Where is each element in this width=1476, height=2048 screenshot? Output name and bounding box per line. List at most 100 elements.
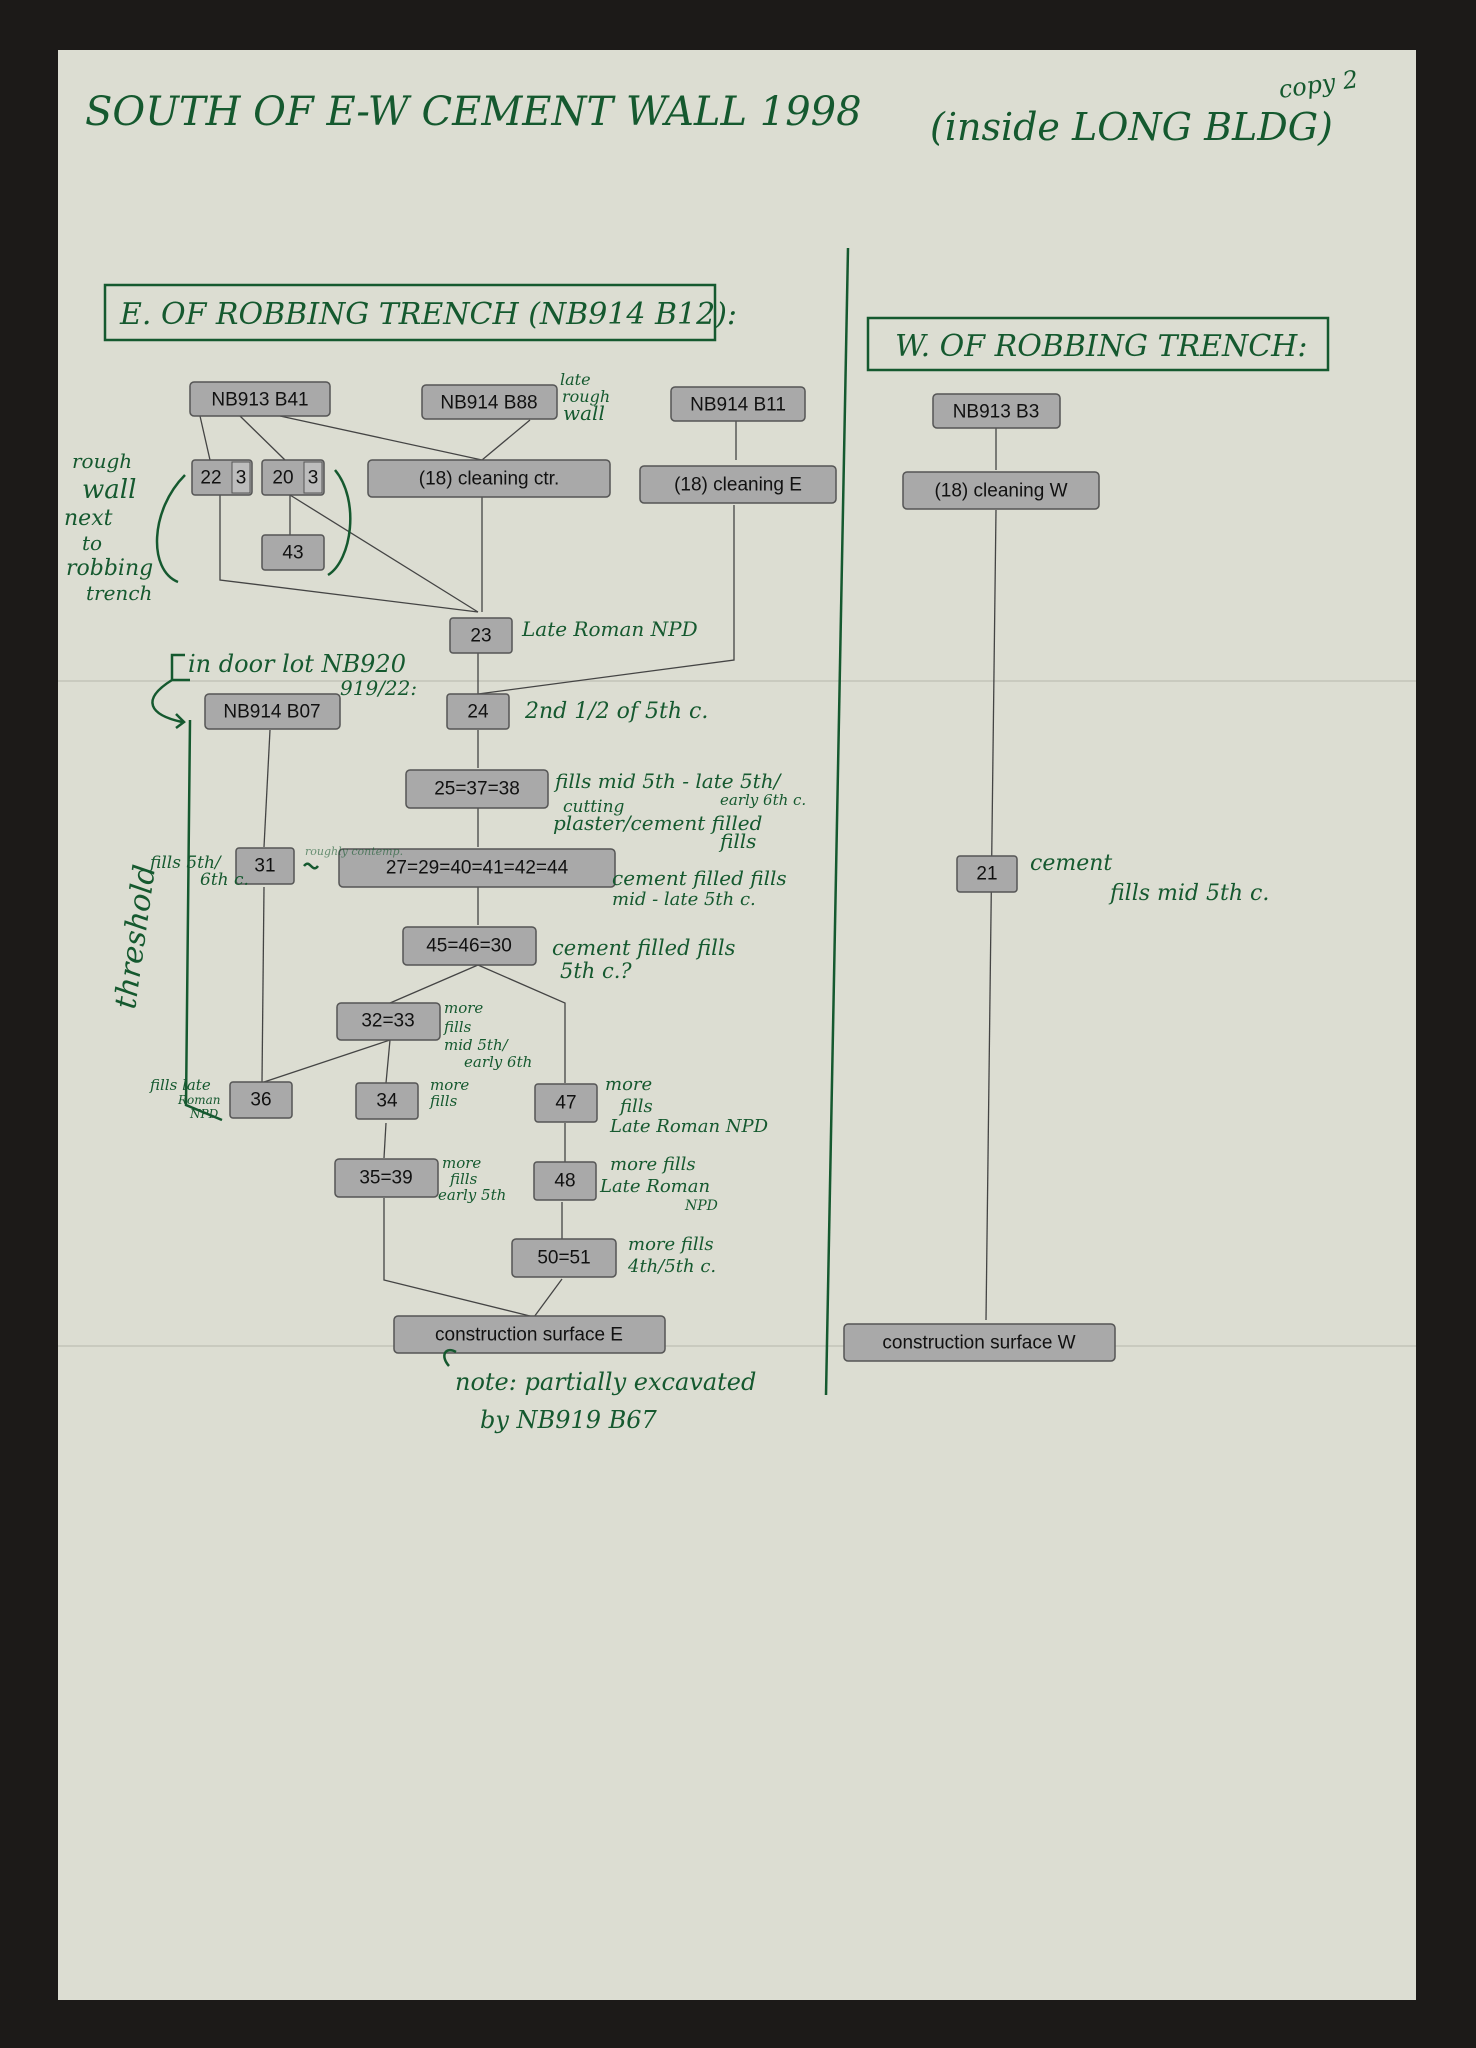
node-construction-surface-w[interactable]: construction surface W — [843, 1323, 1116, 1362]
node-24[interactable]: 24 — [446, 693, 510, 730]
note-rough-wall: rough wall next to robbing trench — [64, 449, 153, 605]
svg-text:early 6th: early 6th — [464, 1053, 532, 1071]
svg-text:fills: fills — [618, 1096, 653, 1117]
svg-text:Late Roman: Late Roman — [599, 1176, 710, 1197]
node-27-29-40-41-42-44[interactable]: 27=29=40=41=42=44 — [338, 848, 616, 888]
svg-text:rough: rough — [562, 387, 610, 406]
node-32-33[interactable]: 32=33 — [336, 1002, 441, 1041]
svg-text:robbing: robbing — [66, 556, 153, 581]
page-title: SOUTH OF E-W CEMENT WALL 1998 — [85, 89, 862, 135]
svg-text:23: 23 — [470, 626, 491, 647]
svg-text:6th c.: 6th c. — [200, 870, 249, 890]
node-cleaning-ctr[interactable]: (18) cleaning ctr. — [367, 459, 611, 498]
svg-text:early 6th c.: early 6th c. — [720, 791, 806, 809]
note-bottom: note: partially excavated by NB919 B67 — [455, 1368, 756, 1434]
note-25: fills mid 5th - late 5th/ early 6th c. c… — [553, 769, 806, 853]
bracket-left — [155, 474, 186, 584]
node-23[interactable]: 23 — [449, 617, 513, 654]
svg-text:4th/5th c.: 4th/5th c. — [627, 1256, 716, 1277]
svg-text:more: more — [444, 999, 483, 1017]
title-note: (inside LONG BLDG) — [930, 105, 1333, 149]
note-34: more fills — [429, 1076, 469, 1110]
paper-sheet — [58, 50, 1416, 2000]
svg-text:next: next — [64, 506, 113, 531]
west-heading-frame — [866, 316, 1330, 372]
svg-text:NPD: NPD — [189, 1107, 219, 1121]
svg-text:NB914 B07: NB914 B07 — [223, 702, 320, 723]
note-32: more fills mid 5th/ early 6th — [443, 999, 532, 1071]
svg-text:more: more — [442, 1154, 481, 1172]
node-43[interactable]: 43 — [261, 534, 325, 571]
node-nb913-b41[interactable]: NB913 B41 — [189, 381, 331, 417]
note-47: more fills Late Roman NPD — [605, 1074, 769, 1137]
svg-text:fills: fills — [449, 1170, 478, 1188]
section-divider — [824, 247, 850, 1396]
svg-text:NB913 B3: NB913 B3 — [953, 402, 1040, 423]
svg-text:3: 3 — [308, 468, 319, 489]
node-nb913-b3[interactable]: NB913 B3 — [932, 393, 1061, 429]
svg-text:by NB919 B67: by NB919 B67 — [480, 1406, 658, 1434]
note-threshold: threshold — [108, 863, 163, 1012]
note-35: more fills early 5th — [438, 1154, 506, 1204]
svg-text:34: 34 — [376, 1091, 398, 1112]
node-22[interactable]: 22 3 — [191, 459, 253, 496]
node-nb914-b11[interactable]: NB914 B11 — [670, 386, 806, 422]
node-48[interactable]: 48 — [533, 1161, 597, 1201]
svg-text:trench: trench — [86, 581, 152, 605]
note-arrow — [443, 1349, 457, 1367]
svg-text:43: 43 — [282, 543, 303, 564]
fold-crease — [58, 680, 1416, 682]
node-34[interactable]: 34 — [355, 1082, 419, 1120]
node-50-51[interactable]: 50=51 — [511, 1238, 617, 1278]
note-indoor: in door lot NB920 919/22: — [188, 650, 417, 700]
svg-text:cement filled fills: cement filled fills — [552, 936, 736, 960]
note-48: more fills Late Roman NPD — [599, 1154, 718, 1214]
svg-text:45=46=30: 45=46=30 — [426, 936, 512, 957]
svg-text:fills: fills — [429, 1092, 458, 1110]
svg-text:25=37=38: 25=37=38 — [434, 779, 520, 800]
node-cleaning-e[interactable]: (18) cleaning E — [639, 465, 837, 504]
node-45-46-30[interactable]: 45=46=30 — [402, 926, 537, 966]
svg-text:24: 24 — [467, 702, 489, 723]
svg-text:5th c.?: 5th c.? — [560, 959, 632, 983]
svg-text:35=39: 35=39 — [359, 1168, 412, 1189]
east-heading: E. OF ROBBING TRENCH (NB914 B12): — [119, 297, 737, 332]
svg-text:fills: fills — [718, 829, 756, 853]
svg-text:fills late: fills late — [149, 1076, 211, 1094]
svg-text:(18) cleaning ctr.: (18) cleaning ctr. — [419, 469, 559, 490]
node-nb914-b07[interactable]: NB914 B07 — [204, 693, 341, 730]
node-21[interactable]: 21 — [956, 855, 1018, 893]
node-nb914-b88[interactable]: NB914 B88 — [421, 384, 558, 420]
svg-text:fills mid 5th c.: fills mid 5th c. — [1108, 881, 1269, 906]
svg-text:NB914 B11: NB914 B11 — [690, 395, 786, 416]
svg-text:fills 5th/: fills 5th/ — [148, 853, 223, 873]
svg-text:note: partially excavated: note: partially excavated — [455, 1368, 756, 1396]
svg-text:plaster/cement filled: plaster/cement filled — [553, 811, 762, 835]
node-25-37-38[interactable]: 25=37=38 — [405, 769, 549, 809]
node-cleaning-w[interactable]: (18) cleaning W — [902, 471, 1100, 510]
svg-text:NPD: NPD — [684, 1198, 718, 1214]
svg-text:mid 5th/: mid 5th/ — [444, 1036, 510, 1054]
svg-text:to: to — [82, 531, 102, 555]
node-35-39[interactable]: 35=39 — [334, 1158, 439, 1198]
note-27: cement filled fills mid - late 5th c. — [612, 866, 787, 910]
node-47[interactable]: 47 — [534, 1083, 598, 1123]
svg-text:27=29=40=41=42=44: 27=29=40=41=42=44 — [386, 858, 569, 879]
node-36[interactable]: 36 — [229, 1081, 293, 1119]
svg-text:construction surface W: construction surface W — [882, 1333, 1075, 1354]
edges — [199, 415, 997, 1321]
note-24: 2nd 1/2 of 5th c. — [524, 699, 708, 724]
svg-text:fills: fills — [443, 1018, 472, 1036]
node-20[interactable]: 20 3 — [261, 459, 325, 496]
svg-text:NB914 B88: NB914 B88 — [440, 393, 537, 414]
bracket-right — [327, 469, 352, 577]
node-construction-surface-e[interactable]: construction surface E — [393, 1315, 666, 1354]
threshold-bracket — [184, 719, 223, 1122]
node-31[interactable]: 31 — [235, 847, 295, 885]
note-50: more fills 4th/5th c. — [627, 1234, 716, 1277]
note-late-rough-wall: late rough wall — [560, 370, 610, 425]
svg-text:31: 31 — [254, 856, 275, 877]
note-roughly: roughly contemp. — [305, 845, 403, 858]
svg-text:more: more — [605, 1074, 652, 1095]
